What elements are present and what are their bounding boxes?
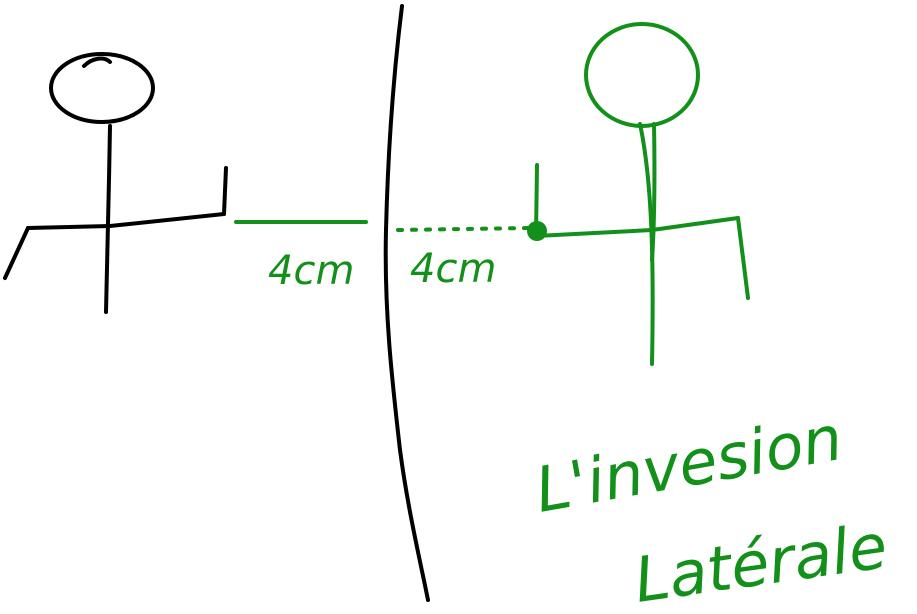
caption-line-1: L'invesion <box>530 401 848 527</box>
object-head <box>49 52 155 124</box>
object-head-hair <box>82 56 112 68</box>
image-figure <box>527 22 750 366</box>
object-raised-hand <box>222 166 228 216</box>
object-lowered-hand <box>3 226 30 280</box>
distance-label-left: 4cm <box>268 248 354 294</box>
caption-line-2: Latérale <box>630 509 892 614</box>
image-distance-dashed-line <box>396 226 532 232</box>
object-body <box>104 124 112 314</box>
object-figure <box>3 52 228 314</box>
image-hand-dot <box>527 221 547 241</box>
distance-label-right: 4cm <box>410 246 496 292</box>
image-body <box>638 122 655 366</box>
object-arms <box>26 212 226 230</box>
mirror-line <box>383 4 430 602</box>
image-head <box>584 22 700 128</box>
image-body-stroke2 <box>650 122 657 262</box>
image-arms <box>534 216 740 238</box>
image-lowered-hand <box>736 216 750 300</box>
